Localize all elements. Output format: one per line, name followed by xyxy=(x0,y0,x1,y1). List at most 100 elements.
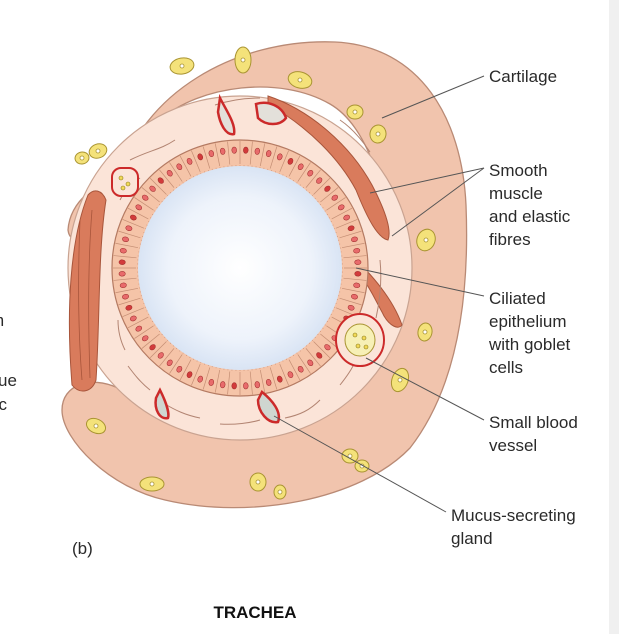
epithelial-cell-boundary xyxy=(313,177,331,195)
epithelial-cell-boundary xyxy=(249,371,253,395)
epithelial-cell-nucleus xyxy=(254,381,260,389)
label-ciliated-epithelium: Ciliated epithelium with goblet cells xyxy=(488,289,575,377)
epithelial-cell-boundary xyxy=(115,287,139,294)
epithelial-cell-nucleus xyxy=(176,163,183,171)
goblet-cell xyxy=(324,185,331,192)
tracheal-lumen xyxy=(138,166,342,370)
chondrocyte-nucleus xyxy=(297,77,303,83)
clipped-label-3: tic xyxy=(0,395,8,414)
mucus-gland xyxy=(256,390,281,424)
epithelial-cell-nucleus xyxy=(166,170,173,177)
goblet-cell xyxy=(125,304,133,311)
posterior-muscle-band xyxy=(68,190,107,392)
epithelial-cell-nucleus xyxy=(316,177,323,184)
goblet-cell xyxy=(186,371,193,378)
clipped-label-2: ssue xyxy=(0,371,17,390)
epithelial-cell-boundary xyxy=(113,277,137,281)
epithelial-cell-boundary xyxy=(341,287,365,294)
epithelial-cell-boundary xyxy=(134,197,154,211)
epithelial-cell-nucleus xyxy=(351,236,358,243)
epithelial-cell-boundary xyxy=(269,367,278,390)
chondrocyte-nucleus xyxy=(240,57,246,63)
epithelial-cell-boundary xyxy=(159,169,175,188)
epithelial-cell-nucleus xyxy=(142,194,149,201)
epithelial-cell-boundary xyxy=(169,162,183,182)
smooth-muscle-strand xyxy=(361,269,403,328)
epithelial-cell-boundary xyxy=(288,155,301,177)
goblet-cell xyxy=(276,375,283,383)
epithelial-cell-boundary xyxy=(115,242,139,249)
chondrocyte-lacunae xyxy=(74,46,436,500)
epithelial-cell-boundary xyxy=(313,341,331,359)
chondrocyte-nucleus xyxy=(422,329,428,335)
chondrocyte-nucleus xyxy=(79,155,85,161)
epithelial-cell-boundary xyxy=(320,333,339,349)
epithelial-cell-boundary xyxy=(179,155,192,177)
epithelial-cell-boundary xyxy=(343,277,367,281)
epithelial-cell-nucleus xyxy=(307,170,314,177)
figure-caption: TRACHEA xyxy=(213,603,296,622)
epithelial-cell-boundary xyxy=(305,169,321,188)
mucus-gland xyxy=(254,101,288,126)
epithelial-cell-nucleus xyxy=(331,194,338,201)
epithelial-cell-boundary xyxy=(159,348,175,367)
chondrocyte-nucleus xyxy=(352,109,358,115)
cartilage-ring xyxy=(61,41,468,509)
epithelial-cell-boundary xyxy=(279,150,289,173)
epithelial-cell-nucleus xyxy=(186,158,193,165)
epithelial-cell-nucleus xyxy=(119,248,127,254)
epithelial-cell-nucleus xyxy=(125,225,133,232)
epithelial-cell-nucleus xyxy=(297,365,304,373)
epithelial-cell-boundary xyxy=(227,141,231,165)
goblet-cell xyxy=(118,259,126,265)
epithelial-cell-boundary xyxy=(127,207,149,220)
epithelial-cell-nucleus xyxy=(220,381,226,389)
label-mucus-gland: Mucus-secreting gland xyxy=(451,506,580,548)
chondrocyte-nucleus xyxy=(93,423,99,429)
window-edge-strip xyxy=(609,0,619,634)
epithelial-cell-boundary xyxy=(259,143,266,167)
epithelial-cell-nucleus xyxy=(254,147,260,155)
epithelial-cell-boundary xyxy=(341,242,365,249)
epithelial-cell-boundary xyxy=(305,348,321,367)
mucus-gland xyxy=(154,387,170,420)
label-small-blood-vessel: Small blood vessel xyxy=(489,413,583,455)
epithelial-cell-nucleus xyxy=(130,315,137,322)
label-smooth-muscle: Smooth muscle and elastic fibres xyxy=(489,161,575,249)
chondrocyte-nucleus xyxy=(179,63,185,69)
epithelial-cell-nucleus xyxy=(135,204,143,211)
chondrocyte-nucleus xyxy=(95,148,101,154)
epithelial-cell-boundary xyxy=(249,141,253,165)
epithelial-cell-nucleus xyxy=(287,371,294,378)
epithelial-cell-boundary xyxy=(122,307,145,317)
epithelial-cell-nucleus xyxy=(135,325,143,332)
epithelial-cell-boundary xyxy=(122,219,145,229)
epithelial-cell-nucleus xyxy=(119,282,127,288)
panel-label: (b) xyxy=(72,539,93,558)
goblet-cell xyxy=(287,158,294,165)
goblet-cell xyxy=(149,344,156,351)
epithelial-cell-boundary xyxy=(202,146,211,169)
chondrocyte-nucleus xyxy=(423,237,429,243)
epithelial-cell-nucleus xyxy=(142,335,149,342)
epithelial-cell-nucleus xyxy=(243,382,249,390)
epithelial-cell-boundary xyxy=(127,316,149,329)
epithelial-cell-nucleus xyxy=(297,163,304,171)
epithelial-cell-boundary xyxy=(331,207,353,220)
small-blood-vessel xyxy=(335,313,385,367)
chondrocyte-nucleus xyxy=(277,489,283,495)
epithelial-cell-boundary xyxy=(297,162,311,182)
epithelial-cell-boundary xyxy=(118,230,141,239)
chondrocyte-nucleus xyxy=(255,479,261,485)
epithelial-cell-nucleus xyxy=(118,271,126,277)
epithelial-cell-nucleus xyxy=(337,204,345,211)
small-blood-vessel xyxy=(111,167,139,197)
epithelial-cell-nucleus xyxy=(208,379,215,386)
epithelial-cell-nucleus xyxy=(208,150,215,157)
chondrocyte-nucleus xyxy=(397,377,403,383)
chondrocyte-nucleus xyxy=(375,131,381,137)
epithelial-cell-boundary xyxy=(288,359,301,381)
epithelial-cell-boundary xyxy=(214,369,221,393)
epithelial-cell-nucleus xyxy=(231,146,237,154)
